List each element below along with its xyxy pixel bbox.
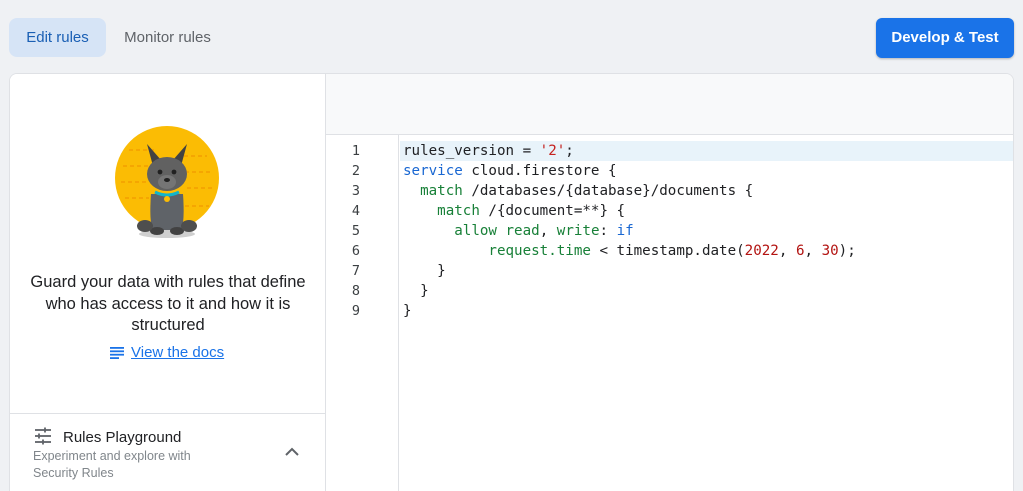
- code-keyword: allow: [454, 223, 497, 239]
- mascot-illustration: [115, 126, 219, 238]
- list-icon: [110, 346, 124, 359]
- code-number: 2022: [744, 243, 779, 259]
- code-text: rules_version =: [403, 143, 540, 159]
- tab-bar: Edit rules Monitor rules Develop & Test: [0, 0, 1023, 72]
- line-number: 5: [351, 223, 360, 239]
- code-text: < timestamp.date(: [590, 243, 745, 259]
- code-line[interactable]: 9 }: [326, 301, 1013, 321]
- code-keyword: service: [403, 163, 463, 179]
- code-text: /databases/{database}/documents {: [462, 183, 754, 199]
- view-docs-link[interactable]: View the docs: [110, 344, 224, 361]
- develop-test-button[interactable]: Develop & Test: [876, 18, 1014, 58]
- code-text: ;: [565, 143, 574, 159]
- chevron-up-icon[interactable]: [284, 446, 300, 458]
- line-number: 3: [351, 183, 360, 199]
- rules-playground-section[interactable]: Rules Playground Experiment and explore …: [10, 413, 326, 491]
- tab-monitor-rules[interactable]: Monitor rules: [124, 29, 211, 46]
- line-number: 4: [351, 203, 360, 219]
- code-keyword: write: [556, 223, 600, 239]
- playground-title: Rules Playground: [63, 429, 182, 446]
- tab-edit-rules[interactable]: Edit rules: [9, 18, 106, 57]
- code-text: }: [420, 283, 429, 299]
- line-number: 7: [351, 263, 360, 279]
- code-text: );: [838, 243, 856, 259]
- code-line[interactable]: 7 }: [326, 261, 1013, 281]
- code-line[interactable]: 3 match /databases/{database}/documents …: [326, 181, 1013, 201]
- code-text: ,: [539, 223, 557, 239]
- rules-panel: Guard your data with rules that define w…: [9, 73, 1014, 491]
- code-number: 30: [821, 243, 839, 259]
- code-text: /{document=**} {: [479, 203, 626, 219]
- code-line[interactable]: 1 rules_version = '2';: [326, 141, 1013, 161]
- tune-icon: [35, 427, 51, 445]
- code-identifier: request.time: [488, 243, 591, 259]
- code-text: }: [403, 303, 412, 319]
- code-string: '2': [539, 143, 566, 159]
- code-text: cloud.firestore {: [462, 163, 617, 179]
- code-line[interactable]: 2 service cloud.firestore {: [326, 161, 1013, 181]
- guard-description: Guard your data with rules that define w…: [30, 273, 306, 334]
- code-number: 6: [795, 243, 805, 259]
- code-line[interactable]: 5 allow read, write: if: [326, 221, 1013, 241]
- code-line[interactable]: 6 request.time < timestamp.date(2022, 6,…: [326, 241, 1013, 261]
- line-number-gutter: [326, 135, 399, 491]
- code-editor[interactable]: 1 rules_version = '2'; 2 service cloud.f…: [326, 135, 1013, 491]
- current-line-highlight: [400, 141, 1013, 161]
- code-keyword: match: [420, 183, 463, 199]
- line-number: 6: [351, 243, 360, 259]
- view-docs-label[interactable]: View the docs: [131, 344, 225, 361]
- code-text: :: [599, 223, 617, 239]
- line-number: 2: [351, 163, 360, 179]
- info-sidebar: Guard your data with rules that define w…: [10, 74, 326, 491]
- code-text: }: [437, 263, 446, 279]
- code-keyword: if: [616, 223, 634, 239]
- code-line[interactable]: 4 match /{document=**} {: [326, 201, 1013, 221]
- code-text: ,: [778, 243, 796, 259]
- code-text: ,: [804, 243, 822, 259]
- line-number: 1: [351, 143, 360, 159]
- editor-toolbar: [326, 74, 1013, 135]
- code-line[interactable]: 8 }: [326, 281, 1013, 301]
- code-keyword: read: [505, 223, 540, 239]
- line-number: 8: [351, 283, 360, 299]
- line-number: 9: [351, 303, 360, 319]
- code-keyword: match: [437, 203, 480, 219]
- playground-description: Experiment and explore with Security Rul…: [33, 449, 191, 480]
